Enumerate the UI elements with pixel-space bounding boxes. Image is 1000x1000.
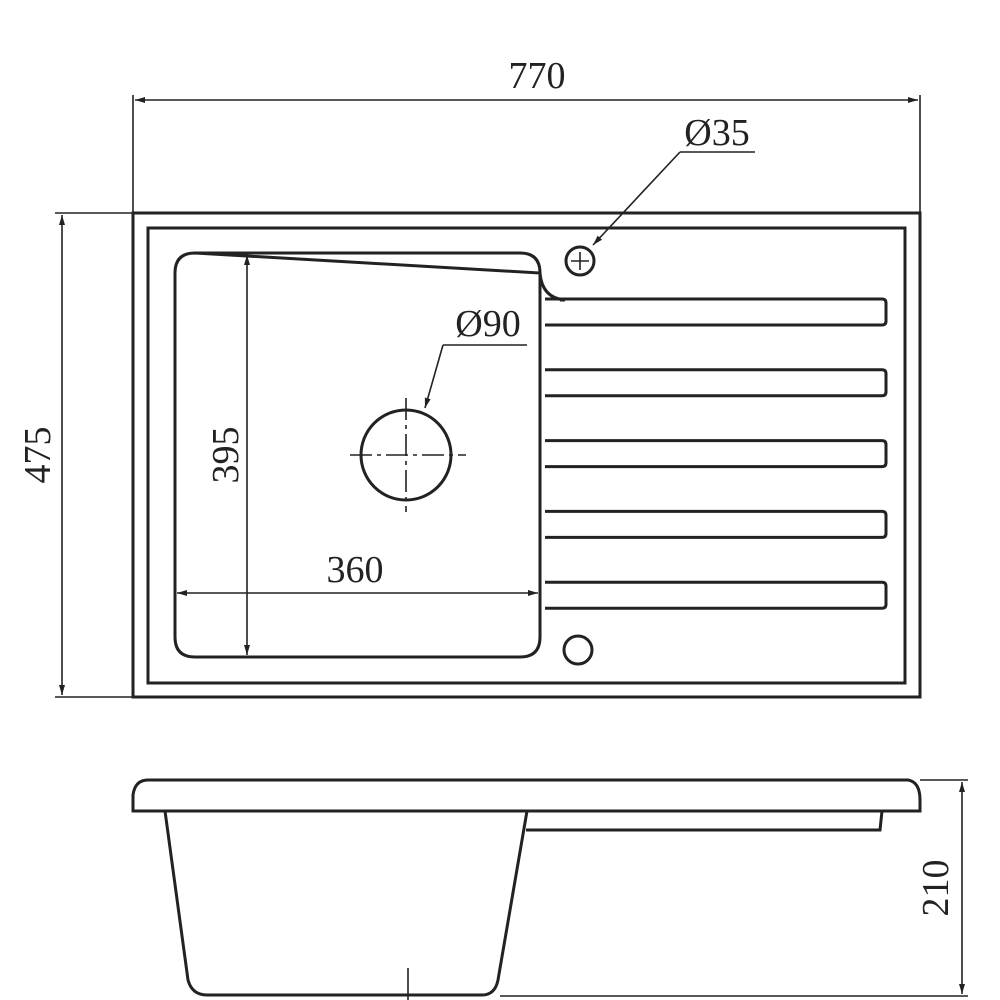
side-view: 210 <box>131 778 968 1000</box>
sink-outline <box>131 211 922 699</box>
drainer-grooves <box>545 297 888 610</box>
drainer-profile <box>526 809 884 832</box>
top-view: 770 Ø35 Ø90 475 395 360 <box>17 55 922 699</box>
dimension-475: 475 <box>17 212 133 698</box>
dimension-210: 210 <box>500 779 968 997</box>
dimension-tap-hole: Ø35 <box>592 112 755 246</box>
dimension-395: 395 <box>205 255 250 655</box>
drainer-groove <box>545 368 888 398</box>
tap-hole-label: Ø35 <box>684 112 749 154</box>
drain-hole-label: Ø90 <box>455 303 520 345</box>
height-label: 210 <box>915 860 957 917</box>
sink-inner-rim <box>146 226 907 685</box>
dimension-drain-hole: Ø90 <box>424 303 527 409</box>
overall-width-label: 770 <box>509 55 566 97</box>
dimension-770: 770 <box>132 55 921 213</box>
drainer-groove <box>545 297 888 327</box>
bowl-profile <box>163 810 529 997</box>
drain-hole <box>350 398 466 512</box>
overall-depth-label: 475 <box>17 427 59 484</box>
drainer-groove <box>545 580 888 610</box>
rim-profile <box>131 778 922 813</box>
dimension-360: 360 <box>177 549 538 596</box>
tap-hole <box>564 245 596 277</box>
bowl-length-label: 395 <box>205 427 247 484</box>
drainer-groove <box>545 509 888 539</box>
bowl-width-label: 360 <box>327 549 384 591</box>
overflow-hole <box>562 634 594 666</box>
drainer-groove <box>545 439 888 469</box>
